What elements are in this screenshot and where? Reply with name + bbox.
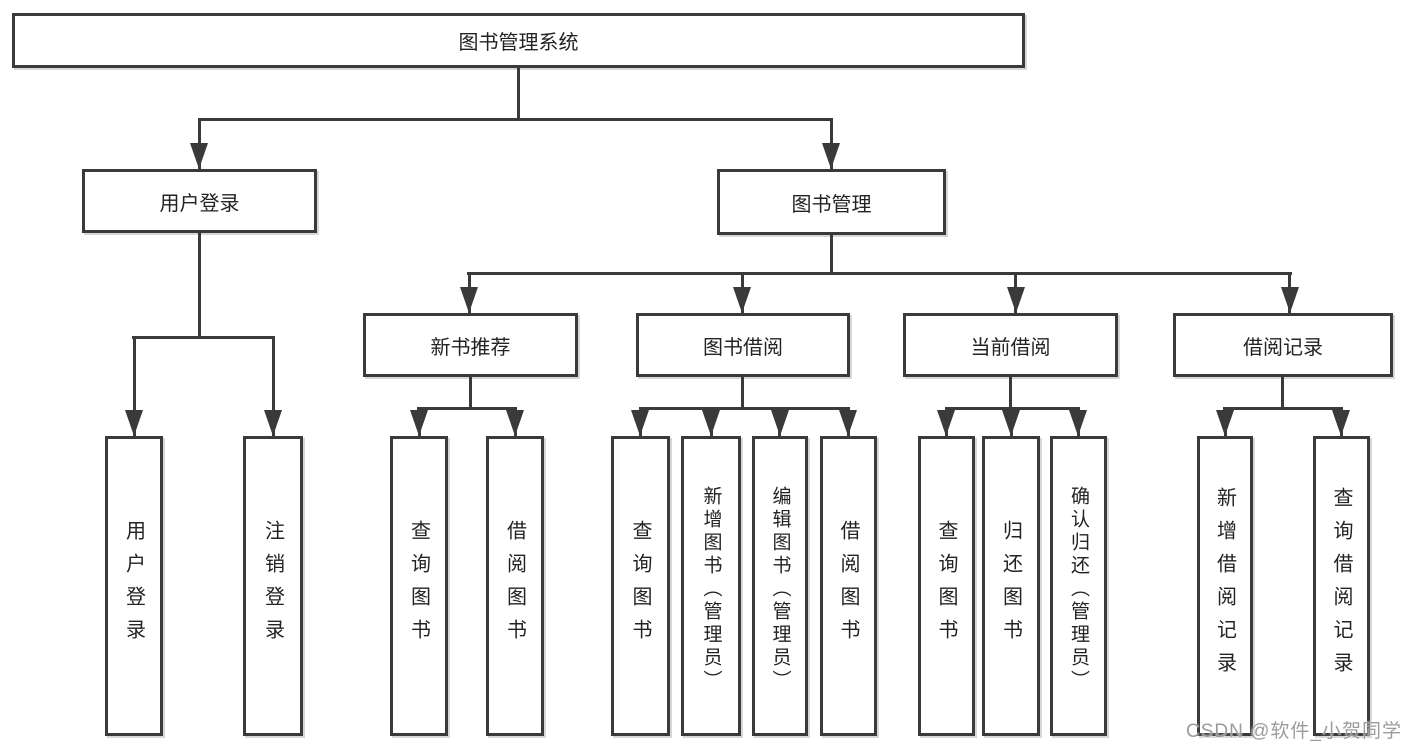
- connector-new-book-branch: [417, 407, 517, 410]
- node-book-management: 图书管理: [717, 169, 946, 235]
- arrowhead-book-management: [822, 143, 840, 169]
- arrowhead-leaf-borrow-recommend: [506, 410, 524, 436]
- connector-root-trunk: [517, 68, 520, 118]
- arrowhead-leaf-query-borrowing: [631, 410, 649, 436]
- connector-book-borrowing-branch: [639, 407, 850, 410]
- connector-book-borrowing-trunk: [741, 377, 744, 407]
- arrowhead-user-login: [190, 143, 208, 169]
- node-book-borrowing: 图书借阅: [636, 313, 850, 377]
- leaf-user-login: 用户登录: [105, 436, 163, 736]
- arrowhead-leaf-logout: [264, 410, 282, 436]
- arrowhead-leaf-query-record: [1332, 410, 1350, 436]
- node-new-book-recommendation: 新书推荐: [363, 313, 578, 377]
- leaf-confirm-return-admin: 确认归还（管理员）: [1050, 436, 1107, 736]
- connector-current-borrowing-trunk: [1009, 377, 1012, 407]
- leaf-query-books-recommend: 查询图书: [390, 436, 448, 736]
- leaf-return-books: 归还图书: [982, 436, 1040, 736]
- arrowhead-book-borrowing: [733, 287, 751, 313]
- connector-user-login-trunk: [198, 233, 201, 336]
- arrowhead-new-book-recommendation: [460, 287, 478, 313]
- connector-borrowing-records-trunk: [1281, 377, 1284, 407]
- leaf-query-books-current: 查询图书: [918, 436, 975, 736]
- arrowhead-borrowing-records: [1281, 287, 1299, 313]
- leaf-add-borrow-record: 新增借阅记录: [1197, 436, 1253, 736]
- csdn-watermark: CSDN @软件_小贺同学: [1186, 721, 1402, 742]
- leaf-query-borrow-record: 查询借阅记录: [1313, 436, 1370, 736]
- connector-book-management-trunk: [830, 235, 833, 272]
- connector-level2-branch: [198, 118, 833, 121]
- arrowhead-leaf-borrow-borrowing: [839, 410, 857, 436]
- arrowhead-leaf-user-login: [125, 410, 143, 436]
- node-borrowing-records: 借阅记录: [1173, 313, 1393, 377]
- node-current-borrowing: 当前借阅: [903, 313, 1118, 377]
- arrowhead-leaf-add-record: [1216, 410, 1234, 436]
- leaf-borrow-books-borrowing: 借阅图书: [820, 436, 877, 736]
- arrowhead-leaf-return-books: [1002, 410, 1020, 436]
- connector-level3-branch: [467, 272, 1292, 275]
- connector-new-book-trunk: [469, 377, 472, 407]
- arrowhead-leaf-add-book: [702, 410, 720, 436]
- connector-to-leaf-user-login: [133, 336, 136, 436]
- leaf-query-books-borrowing: 查询图书: [611, 436, 670, 736]
- connector-user-login-branch: [132, 336, 275, 339]
- leaf-borrow-books-recommend: 借阅图书: [486, 436, 544, 736]
- node-user-login: 用户登录: [82, 169, 317, 233]
- arrowhead-leaf-query-recommend: [410, 410, 428, 436]
- node-library-management-system: 图书管理系统: [12, 13, 1025, 68]
- arrowhead-leaf-edit-book: [771, 410, 789, 436]
- leaf-logout: 注销登录: [243, 436, 303, 736]
- leaf-edit-book-admin: 编辑图书（管理员）: [752, 436, 808, 736]
- arrowhead-leaf-confirm-return: [1069, 410, 1087, 436]
- arrowhead-leaf-query-current: [937, 410, 955, 436]
- leaf-add-book-admin: 新增图书（管理员）: [681, 436, 741, 736]
- connector-to-leaf-logout: [272, 336, 275, 436]
- arrowhead-current-borrowing: [1007, 287, 1025, 313]
- connector-borrowing-records-branch: [1223, 407, 1343, 410]
